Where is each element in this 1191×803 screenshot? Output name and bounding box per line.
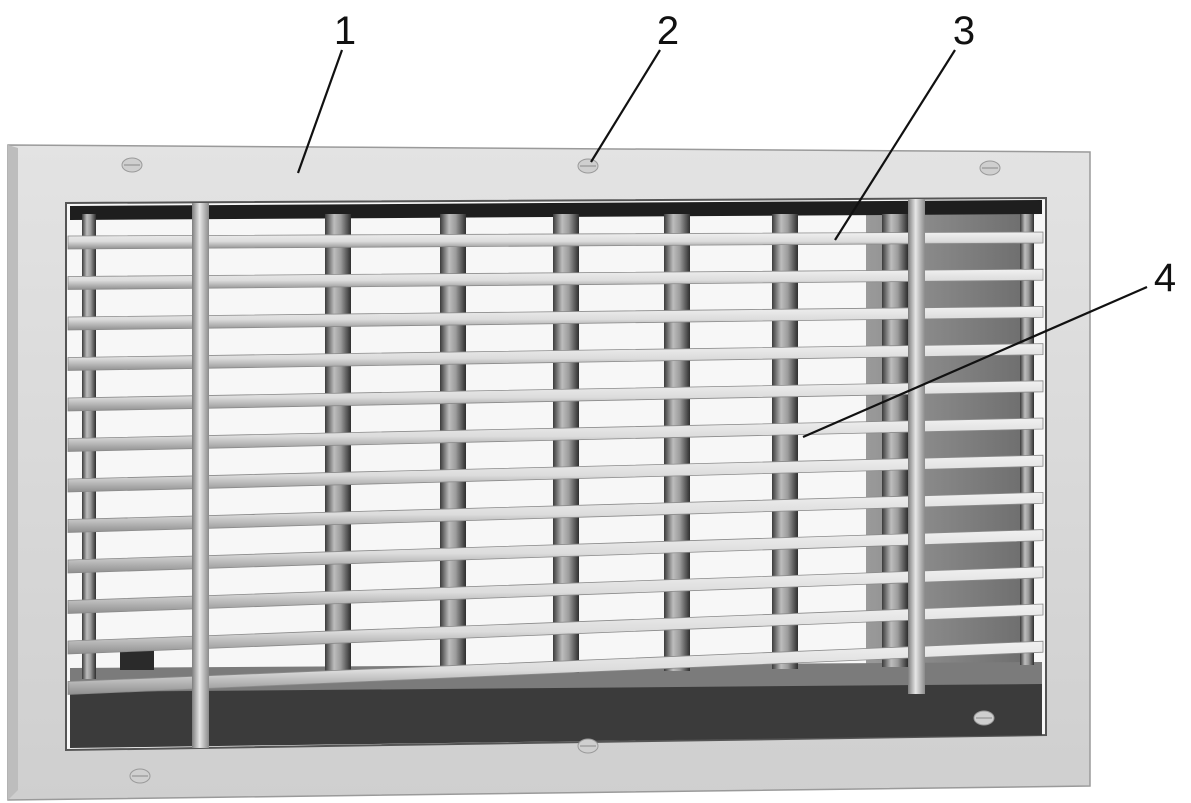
horizontal-blades (67, 231, 1044, 695)
vertical-blade (553, 214, 579, 673)
horizontal-blade (67, 231, 1044, 250)
vertical-blade (1020, 214, 1034, 665)
horizontal-blade (67, 529, 1044, 574)
screw-hole (121, 157, 143, 173)
horizontal-blade (67, 305, 1044, 331)
leader-line (296, 49, 344, 174)
vertical-blade (772, 214, 798, 669)
horizontal-blade (67, 380, 1044, 412)
callout-number: 3 (953, 9, 975, 53)
support-bar-left (192, 203, 209, 748)
horizontal-blade (67, 603, 1044, 655)
callout-number: 1 (334, 9, 356, 53)
leader-line (834, 49, 956, 241)
callout-number: 4 (1154, 256, 1176, 300)
callout-4: 4 (802, 256, 1176, 439)
horizontal-blade (67, 566, 1044, 614)
vertical-blade (664, 214, 690, 671)
callouts: 1 2 3 4 (296, 9, 1176, 439)
screw-hole (577, 158, 599, 174)
horizontal-blade (67, 454, 1044, 493)
horizontal-blade (67, 343, 1044, 371)
support-bar-right (908, 199, 925, 694)
horizontal-blade (67, 268, 1044, 290)
callout-2: 2 (590, 9, 679, 163)
callout-number: 2 (657, 9, 679, 53)
callout-3: 3 (834, 9, 975, 241)
screw-hole (973, 710, 995, 726)
screw-holes (121, 157, 1001, 784)
leader-line (802, 285, 1148, 439)
screw-hole (129, 768, 151, 784)
screw-hole (577, 738, 599, 754)
vertical-blades (82, 214, 1034, 679)
callout-1: 1 (296, 9, 356, 174)
screw-hole (979, 160, 1001, 176)
support-bars (192, 199, 925, 748)
horizontal-blade (67, 491, 1044, 533)
leader-line (590, 49, 661, 163)
vertical-blade (882, 214, 908, 667)
horizontal-blade (67, 417, 1044, 452)
horizontal-blade (67, 640, 1044, 695)
